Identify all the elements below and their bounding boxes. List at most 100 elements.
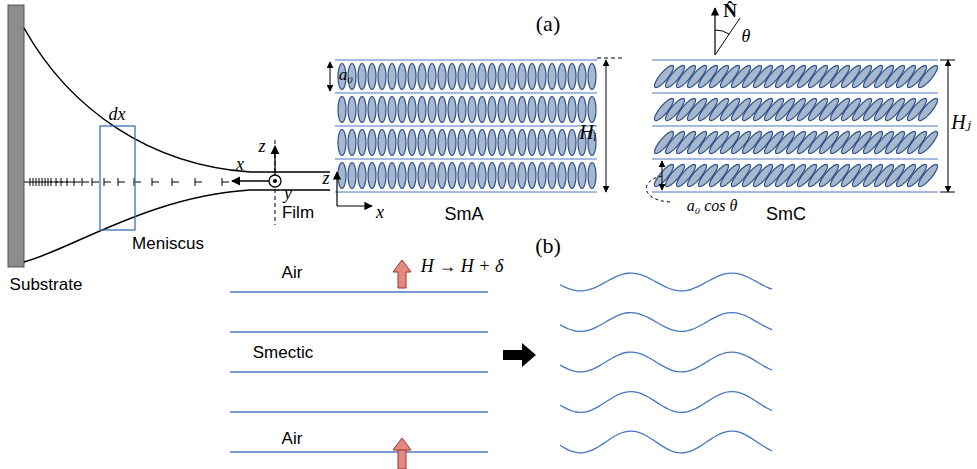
dx-box (100, 126, 135, 230)
label: y (282, 184, 294, 202)
molecule (368, 97, 376, 123)
layer-line (652, 93, 938, 94)
molecule (538, 64, 546, 90)
layer-line (652, 60, 938, 61)
hj-arrow (948, 60, 949, 192)
label: N̂ (721, 1, 739, 20)
label: Film (280, 204, 316, 221)
label: z (320, 169, 331, 187)
z-axis (336, 172, 337, 206)
label: Air (280, 264, 305, 281)
leader-line (646, 176, 670, 202)
molecule (498, 163, 506, 189)
molecule (488, 97, 496, 123)
label: Substrate (8, 276, 85, 293)
layer-line (335, 126, 597, 127)
molecule (478, 130, 486, 156)
molecule (428, 130, 436, 156)
molecule (568, 130, 576, 156)
layer-line (230, 411, 488, 412)
molecule (448, 64, 456, 90)
molecule (538, 97, 546, 123)
molecule (568, 64, 576, 90)
molecule (408, 163, 416, 189)
molecule (508, 163, 516, 189)
molecule (418, 97, 426, 123)
wavy-layer (560, 352, 772, 372)
molecule (398, 130, 406, 156)
layer-line (652, 159, 938, 160)
dislocation-symbol (74, 182, 81, 183)
label: Hⱼ (949, 112, 973, 132)
label: (a) (534, 13, 562, 35)
molecule (388, 97, 396, 123)
molecule (518, 163, 526, 189)
molecule (338, 97, 346, 123)
meniscus-upper (24, 28, 330, 172)
molecule (578, 163, 586, 189)
molecule (548, 64, 556, 90)
molecule (458, 64, 466, 90)
molecule (488, 64, 496, 90)
tick (940, 60, 955, 61)
molecule (508, 64, 516, 90)
molecule (438, 64, 446, 90)
label: (b) (533, 235, 563, 257)
molecule (338, 130, 346, 156)
red-arrow (393, 438, 411, 469)
a0cos-arrow (662, 161, 663, 190)
y-axis-symbol (269, 175, 281, 187)
molecule (398, 163, 406, 189)
molecule (468, 64, 476, 90)
molecule (568, 163, 576, 189)
molecule (448, 97, 456, 123)
molecule (388, 163, 396, 189)
molecule (368, 64, 376, 90)
molecule (498, 130, 506, 156)
a0-arrow (330, 62, 331, 91)
molecule (358, 130, 366, 156)
layer-line (652, 126, 938, 127)
molecule (408, 130, 416, 156)
normal-arrow (714, 8, 715, 55)
molecule (478, 64, 486, 90)
molecule (578, 97, 586, 123)
molecule (368, 163, 376, 189)
layer-line (335, 93, 597, 94)
molecule (548, 130, 556, 156)
substrate (8, 5, 24, 267)
molecule (528, 163, 536, 189)
layer-line (230, 451, 488, 452)
molecule (348, 130, 356, 156)
label: x (374, 203, 386, 221)
molecule (438, 97, 446, 123)
molecule (588, 64, 596, 90)
molecule (438, 163, 446, 189)
dislocation-symbol (67, 182, 74, 183)
label: dx (107, 105, 128, 123)
molecule (538, 163, 546, 189)
molecule (458, 163, 466, 189)
molecule (468, 163, 476, 189)
layer-line (335, 159, 597, 160)
layer-line (230, 291, 488, 292)
molecule (368, 130, 376, 156)
molecule (528, 130, 536, 156)
label: x (234, 155, 246, 173)
molecule (558, 163, 566, 189)
molecule (358, 97, 366, 123)
molecule (468, 97, 476, 123)
dislocation-symbol (152, 182, 159, 183)
wavy-layer (560, 392, 772, 413)
molecule (578, 64, 586, 90)
red-arrow (393, 260, 411, 288)
molecule (916, 63, 940, 90)
molecule (498, 64, 506, 90)
layer-line (652, 192, 938, 193)
label: H → H + δ (419, 257, 506, 275)
wavy-layer (560, 431, 772, 453)
dislocation-symbol (195, 182, 202, 183)
dislocation-symbol (222, 182, 229, 183)
molecule (378, 130, 386, 156)
dislocation-symbol (104, 182, 111, 183)
